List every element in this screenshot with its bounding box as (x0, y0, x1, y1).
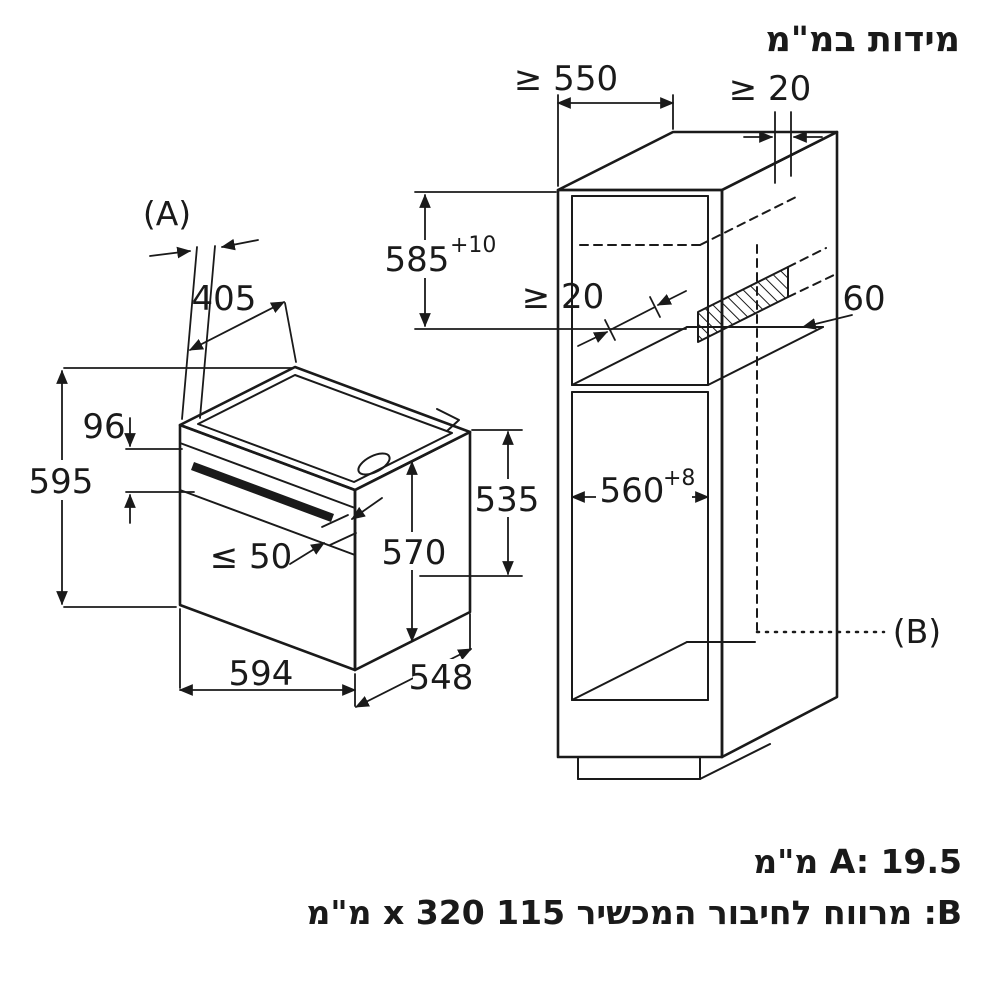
oven-door-seam (179, 489, 356, 556)
cabinet-plinth (577, 743, 771, 780)
footnotes: A: 19.5 מ"מ B: מרווח לחיבור המכשיר 115 x… (307, 836, 962, 939)
dim-595: 595 (29, 462, 94, 502)
dim-548: 548 (409, 658, 474, 698)
cabinet-hidden-edges (579, 194, 835, 631)
dim-niche-width: 560 (600, 471, 665, 511)
dim-96-lines (124, 417, 195, 524)
oven-side-face (353, 430, 472, 672)
dim-405: 405 (192, 279, 257, 319)
cabinet-inner-frame (571, 195, 824, 701)
dim-550-lines (556, 94, 675, 187)
dim-570: 570 (382, 533, 447, 573)
oven-door-handle (191, 462, 334, 522)
dimension-lines (56, 94, 853, 708)
dim-front-gap: ≥ 20 (522, 277, 605, 317)
page-title: מידות במ"מ (765, 20, 960, 60)
dim-niche-width-tolerance: +8 (663, 466, 695, 491)
oven-panel-seam (179, 442, 356, 509)
dim-535: 535 (475, 480, 540, 520)
oven-side-grip-hole (357, 452, 391, 476)
oven-label-a: (A) (143, 194, 191, 233)
dim-niche-height: 585 (385, 240, 450, 280)
dim-50-lines (289, 497, 383, 565)
dim-depth-min: ≥ 550 (514, 59, 618, 99)
note-b-prefix: B: (923, 893, 962, 933)
dim-handle-gap: ≤ 50 (210, 537, 293, 577)
oven-drawing (178, 365, 472, 672)
note-b-text: מרווח לחיבור המכשיר 115 x 320 מ"מ (306, 893, 913, 933)
dim-niche-height-tolerance: +10 (450, 233, 496, 258)
dim-405-lines (188, 301, 297, 363)
dim-96: 96 (82, 407, 125, 447)
dim-rear-gap: ≥ 20 (729, 69, 812, 109)
oven-top-notch (436, 408, 460, 432)
note-a-text: 19.5 מ"מ (753, 842, 962, 881)
dimension-labels: (A) 405 96 595 ≤ 50 570 535 594 548 ≥ 55… (29, 59, 942, 698)
label-backdrops (36, 240, 692, 695)
cabinet-top-face (556, 130, 839, 192)
dim-20-front-lines (577, 290, 687, 347)
dim-60-arrow (801, 314, 853, 330)
dim-connect-depth: 60 (842, 279, 885, 319)
dim-a-lines (149, 238, 259, 420)
note-a: A: 19.5 מ"מ (307, 836, 962, 887)
cabinet-side-face (720, 130, 839, 759)
connection-area-hatch (697, 266, 789, 343)
note-a-prefix: A: (829, 842, 870, 881)
note-b: B: מרווח לחיבור המכשיר 115 x 320 מ"מ (307, 887, 962, 938)
dim-20-rear-lines (743, 111, 823, 184)
cabinet-drawing (556, 130, 886, 780)
dim-594: 594 (229, 654, 294, 694)
oven-top-rim (197, 374, 453, 483)
cabinet-label-b: (B) (893, 612, 941, 651)
